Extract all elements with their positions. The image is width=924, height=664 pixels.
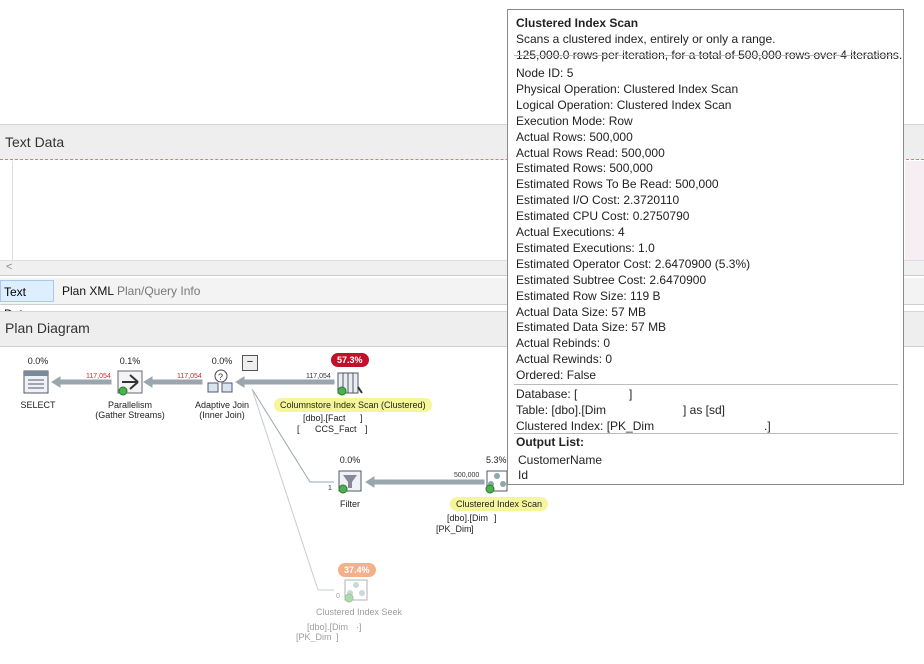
tooltip-property: Estimated Operator Cost: 2.6470900 (5.3%…	[516, 256, 751, 271]
tooltip-property: Estimated I/O Cost: 2.3720110	[516, 193, 680, 208]
clustered-index-scan-icon	[485, 470, 508, 494]
tab-text-data[interactable]: Text Data	[0, 280, 54, 321]
edge-rows-seek: 0	[336, 593, 340, 600]
columnstore-object-end: ]	[360, 413, 363, 423]
parallelism-sublabel: (Gather Streams)	[95, 410, 165, 420]
adaptive-join-cost: 0.0%	[211, 356, 233, 366]
tooltip-property: Estimated CPU Cost: 0.2750790	[516, 209, 690, 224]
text-data-margin	[905, 161, 924, 260]
clustered-scan-index-end: ]	[471, 524, 474, 534]
tooltip-property: Actual Executions: 4	[516, 225, 625, 239]
tooltip-property: Estimated Rows To Be Read: 500,000	[516, 177, 719, 192]
arrow-scan-filter	[371, 479, 485, 485]
arrow-head-select	[51, 376, 61, 388]
arrow-head-join	[235, 376, 245, 388]
arrow-seek-join-faint	[251, 388, 319, 591]
tab-plan-xml[interactable]: Plan XML	[62, 284, 115, 298]
clustered-index-seek-icon	[344, 579, 368, 603]
clustered-scan-index: [PK_Dim	[436, 524, 472, 534]
columnstore-scan-icon	[337, 372, 363, 396]
plan-diagram-title: Plan Diagram	[5, 320, 90, 336]
clustered-scan-object: [dbo].[Dim	[447, 513, 489, 523]
columnstore-label[interactable]: Columnstore Index Scan (Clustered)	[274, 398, 432, 412]
tooltip-table: Table: [dbo].[Dim	[516, 403, 607, 417]
operator-tooltip: Clustered Index Scan Scans a clustered i…	[507, 9, 904, 485]
arrow-parallelism-select	[57, 379, 112, 385]
text-data-title: Text Data	[5, 134, 65, 150]
arrow-join-parallelism	[149, 379, 203, 385]
scroll-left-icon[interactable]: <	[6, 261, 13, 273]
tooltip-database-end: ]	[629, 387, 633, 401]
filter-cost: 0.0%	[339, 455, 361, 465]
clustered-seek-index-end: ]	[336, 632, 339, 642]
arrow-head-parallelism	[143, 376, 153, 388]
clustered-seek-cost-badge: 37.4%	[338, 563, 376, 577]
parallelism-label[interactable]: Parallelism	[107, 400, 152, 410]
columnstore-index: CCS_Fact	[315, 424, 357, 434]
edge-rows-columnstore: 117,054	[306, 373, 331, 380]
edge-rows-scan: 500,000	[454, 472, 480, 479]
tooltip-property: Actual Rebinds: 0	[516, 336, 611, 351]
tooltip-clustered-index: Clustered Index: [PK_Dim	[516, 419, 655, 433]
tooltip-description: Scans a clustered index, entirely or onl…	[516, 32, 776, 46]
tooltip-property: Estimated Subtree Cost: 2.6470900	[516, 272, 707, 287]
tooltip-output-item: CustomerName	[518, 453, 603, 467]
tooltip-property: Execution Mode: Row	[516, 113, 633, 128]
tooltip-property: Actual Rewinds: 0	[516, 352, 613, 367]
svg-text:?: ?	[218, 372, 223, 382]
tooltip-property: Estimated Data Size: 57 MB	[516, 320, 667, 335]
select-label[interactable]: SELECT	[20, 400, 56, 410]
select-cost: 0.0%	[27, 356, 49, 366]
tooltip-property: Logical Operation: Clustered Index Scan	[516, 97, 732, 112]
edge-rows-filter: 1	[328, 485, 332, 492]
collapse-button[interactable]: −	[242, 355, 258, 371]
columnstore-index-start: [	[297, 424, 300, 434]
tooltip-database: Database: [	[516, 387, 578, 401]
columnstore-object: [dbo].[Fact	[303, 413, 346, 423]
parallelism-cost: 0.1%	[119, 356, 141, 366]
clustered-scan-object-end: ]	[494, 513, 497, 523]
tooltip-title: Clustered Index Scan	[516, 16, 639, 30]
adaptive-join-sublabel: (Inner Join)	[199, 410, 245, 420]
columnstore-cost-badge: 57.3%	[331, 353, 369, 367]
tooltip-property: Ordered: False	[516, 368, 597, 383]
clustered-seek-object-end: ·]	[356, 622, 362, 632]
clustered-seek-object: [dbo].[Dim	[307, 622, 349, 632]
tooltip-property: Estimated Executions: 1.0	[516, 240, 655, 255]
tooltip-property: Actual Rows: 500,000	[516, 129, 633, 144]
arrow-filter-join	[251, 388, 334, 483]
tooltip-property: Estimated Row Size: 119 B	[516, 288, 661, 303]
edge-rows-select: 117,054	[86, 373, 111, 380]
tooltip-output-item: Id	[518, 468, 529, 482]
select-icon	[23, 370, 49, 394]
arrow-head-filter	[365, 476, 375, 488]
columnstore-index-end: ]	[365, 424, 368, 434]
parallelism-icon	[117, 370, 143, 396]
tooltip-property: Estimated Rows: 500,000	[516, 161, 653, 176]
plan-diagram-canvas: ?	[23, 369, 508, 603]
clustered-scan-cost: 5.3%	[486, 455, 507, 465]
tooltip-property: Node ID: 5	[516, 66, 574, 80]
tooltip-table-end: ] as [sd]	[683, 403, 726, 417]
adaptive-join-label[interactable]: Adaptive Join	[194, 400, 250, 410]
clustered-seek-index: [PK_Dim	[296, 632, 332, 642]
tooltip-clustered-index-end: .]	[764, 419, 771, 433]
tooltip-property: Actual Rows Read: 500,000	[516, 145, 665, 160]
clustered-scan-label[interactable]: Clustered Index Scan	[450, 497, 549, 511]
edge-rows-parallelism: 117,054	[177, 373, 202, 380]
tab-plan-query-info[interactable]: Plan/Query Info	[117, 284, 201, 298]
adaptive-join-icon: ?	[207, 369, 233, 393]
filter-label[interactable]: Filter	[340, 499, 360, 509]
tooltip-property: Actual Data Size: 57 MB	[516, 304, 647, 319]
tooltip-property: Physical Operation: Clustered Index Scan	[516, 81, 739, 96]
clustered-seek-label[interactable]: Clustered Index Seek	[316, 607, 403, 617]
filter-icon	[338, 470, 362, 494]
arrow-columnstore-join	[241, 379, 335, 385]
tooltip-output-label: Output List:	[516, 435, 584, 449]
